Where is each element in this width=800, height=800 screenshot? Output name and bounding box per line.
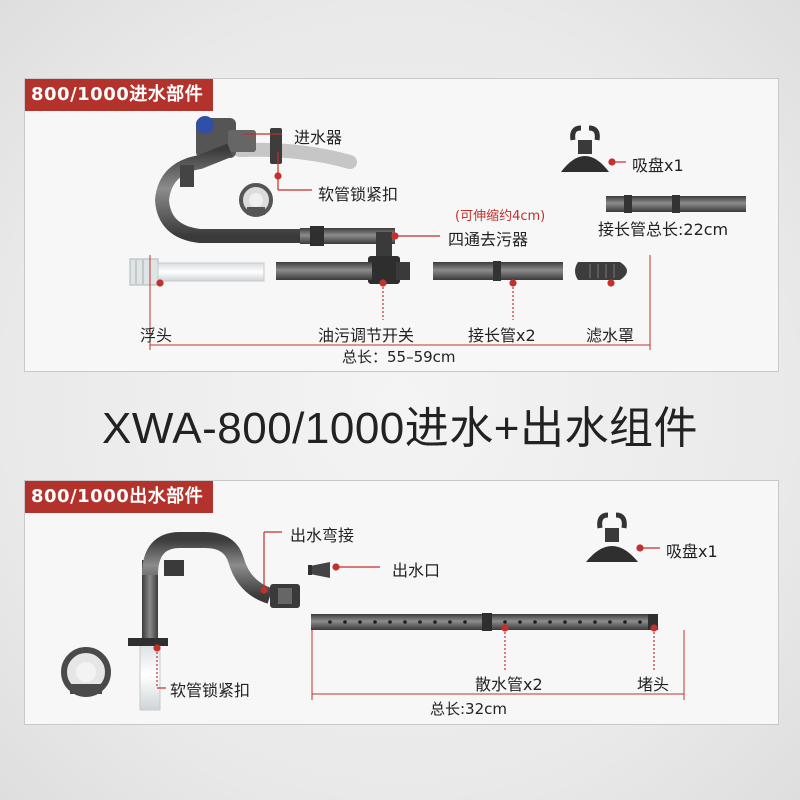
label-suction-cup-top: 吸盘x1	[632, 156, 684, 175]
outlet-callouts	[153, 531, 660, 689]
label-filter-cover: 滤水罩	[586, 326, 635, 345]
label-hose-lock-top: 软管锁紧扣	[318, 185, 399, 204]
inlet-hose	[233, 142, 357, 169]
inlet-extension-pipe	[433, 261, 563, 281]
label-extension-total: 接长管总长:22cm	[598, 220, 729, 239]
label-nozzle: 出水口	[392, 561, 441, 580]
outlet-dimension-line	[311, 630, 685, 700]
suction-cup-icon	[586, 512, 638, 562]
end-cap	[648, 614, 658, 630]
label-extension-pipe: 接长管x2	[468, 326, 536, 345]
label-inlet-total-length: 总长：55–59cm	[342, 348, 456, 366]
hose-lock-icon	[61, 647, 111, 697]
suction-cup-icon	[561, 125, 609, 172]
label-spray-bar: 散水管x2	[475, 675, 543, 694]
label-suction-cup-bottom: 吸盘x1	[666, 542, 718, 561]
label-hose-lock-bottom: 软管锁紧扣	[170, 681, 251, 700]
outlet-elbow	[142, 532, 300, 608]
label-outlet-total-length: 总长:32cm	[430, 700, 507, 718]
label-elbow: 出水弯接	[290, 526, 355, 545]
inlet-callouts	[156, 133, 626, 320]
label-oil-switch: 油污调节开关	[318, 326, 415, 345]
outlet-tag: 800/1000出水部件	[25, 481, 214, 513]
four-way-body	[276, 232, 410, 284]
hose-lock-icon	[239, 183, 273, 217]
inlet-dimension-line	[149, 255, 651, 350]
spray-bar	[311, 613, 656, 631]
float-icon	[129, 258, 265, 286]
label-four-way: 四通去污器	[448, 230, 529, 249]
product-title: XWA-800/1000进水+出水组件	[102, 404, 698, 453]
label-telescopic-note: (可伸缩约4cm)	[455, 209, 546, 224]
inlet-j-pipe	[155, 143, 310, 243]
extension-pipe-22cm	[606, 195, 746, 213]
nozzle-icon	[308, 562, 330, 578]
inlet-tag: 800/1000进水部件	[25, 79, 214, 111]
four-way-upper	[300, 226, 395, 246]
label-end-cap: 堵头	[637, 675, 670, 694]
label-float: 浮头	[140, 326, 173, 345]
label-inlet-head: 进水器	[294, 128, 343, 147]
filter-cover-icon	[575, 262, 627, 280]
outlet-vertical-pipe	[128, 560, 168, 711]
